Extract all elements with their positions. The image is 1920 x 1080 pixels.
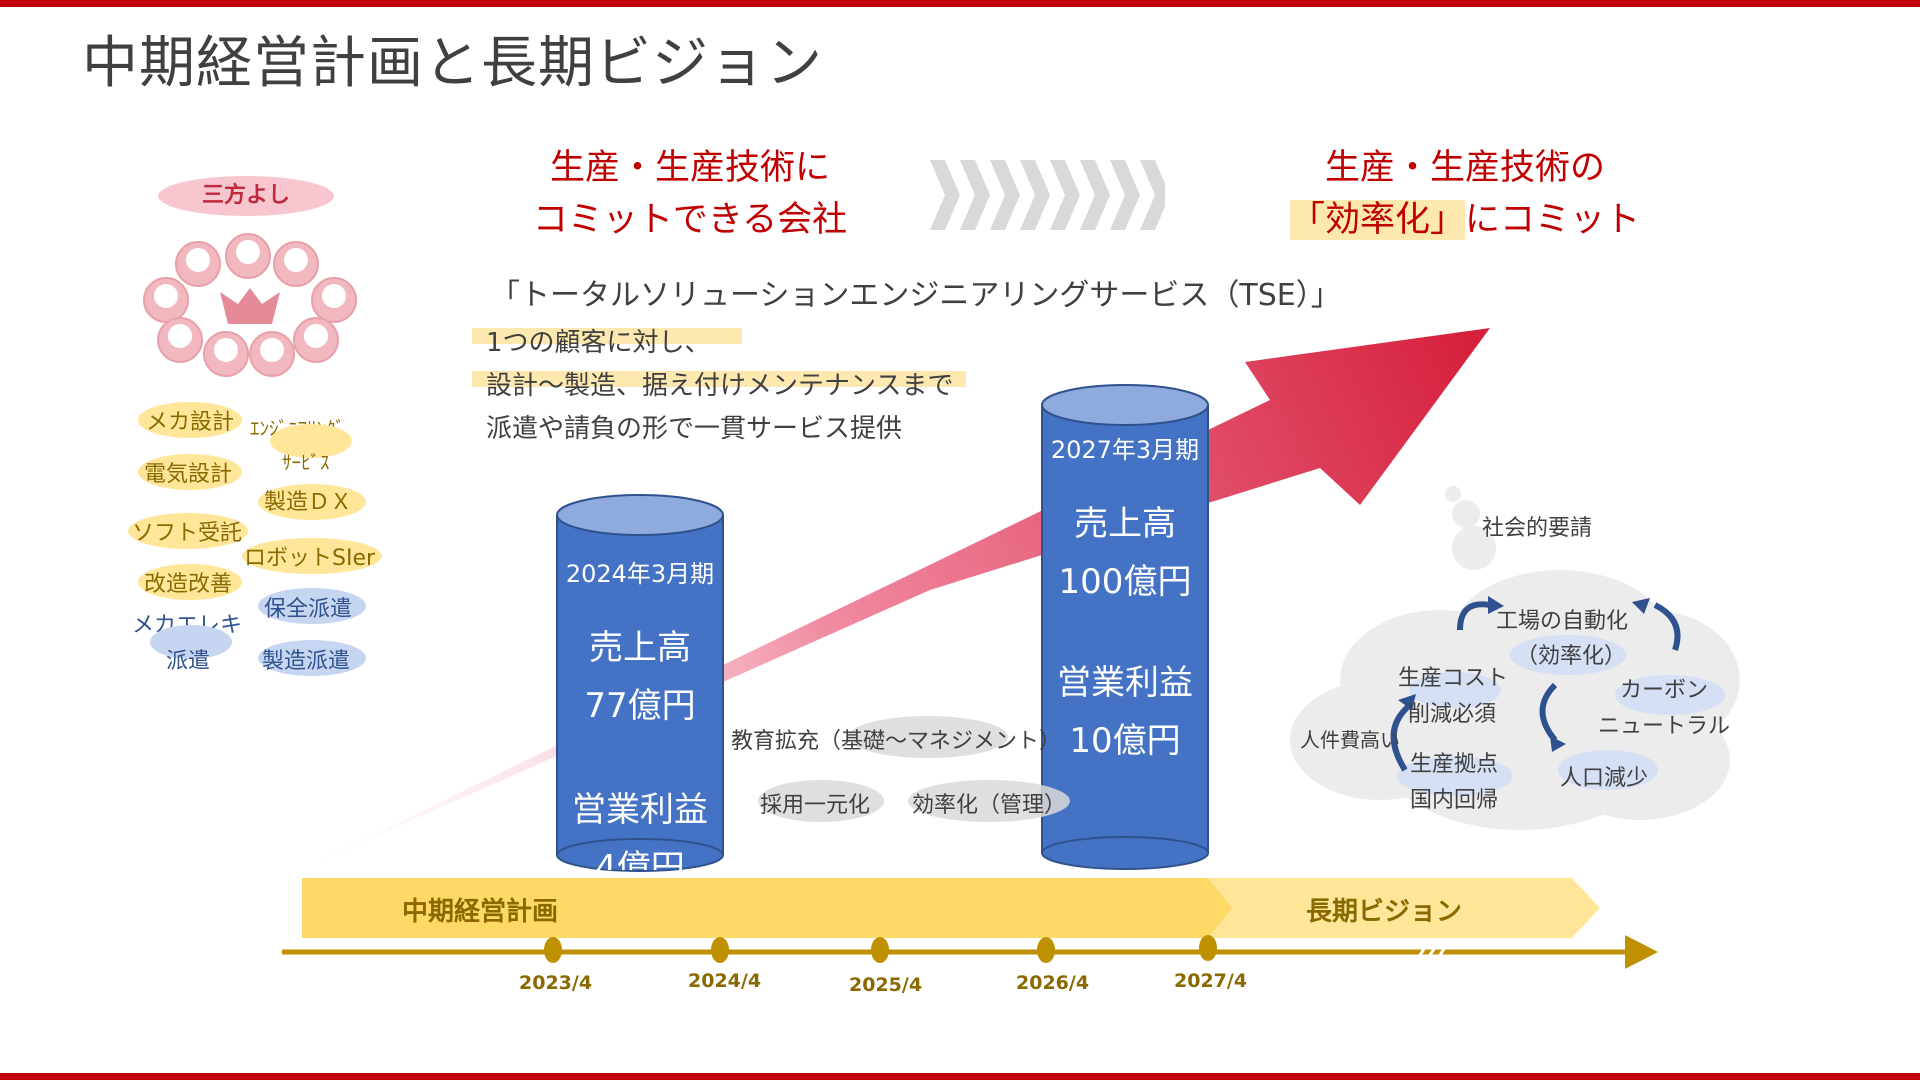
phase-mid-label: 中期経営計画	[402, 891, 558, 928]
timeline-marker-1	[544, 937, 562, 963]
timeline-marker-3	[871, 937, 889, 963]
timeline-label-5: 2027/4	[1174, 970, 1247, 992]
timeline-label-2: 2024/4	[688, 970, 761, 992]
timeline-label-1: 2023/4	[519, 972, 592, 994]
timeline-label-3: 2025/4	[849, 974, 922, 996]
timeline-arrow-icon	[1625, 935, 1658, 969]
timeline-marker-4	[1037, 937, 1055, 963]
timeline-marker-2	[711, 937, 729, 963]
timeline-marker-5	[1199, 935, 1217, 961]
timeline-label-4: 2026/4	[1016, 972, 1089, 994]
phase-long-label: 長期ビジョン	[1306, 891, 1462, 928]
sanpo-yoshi-badge: 三方よし	[158, 176, 334, 216]
